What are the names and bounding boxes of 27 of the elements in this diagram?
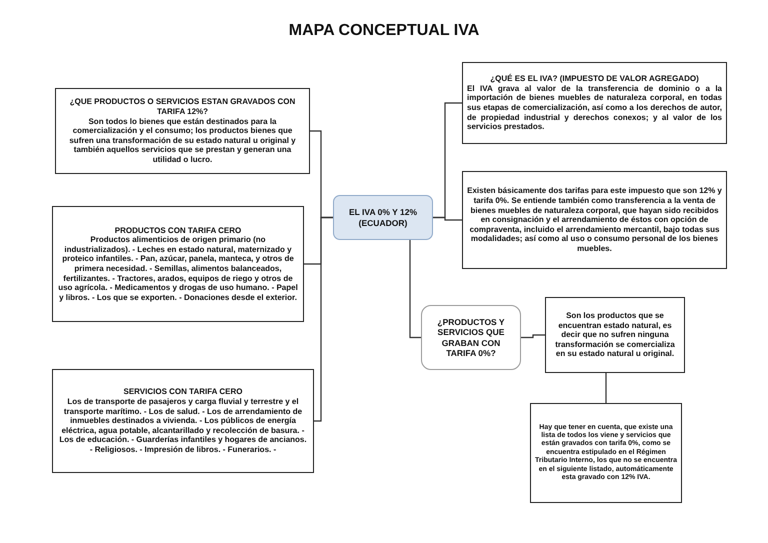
box-text: ¿PRODUCTOS Y SERVICIOS QUE GRABAN CON TARIFA 0%?: [436, 317, 506, 358]
title: MAPA CONCEPTUAL IVA: [288, 22, 480, 40]
box-text: Los de transporte de pasajeros y carga fluvial y terrestre y el transporte marítimo. - Los de salud. - Los de arrendamiento de inmuebles destinados a vivienda. - Los públicos de energía eléctrica, agua potable, alcantarillado y recolección de basura. - Los de educación. - Guarderías infantiles y hogares de ancianos. - Religiosos. - Impresión de libros. - Funerarios. -: [58, 397, 308, 455]
box-text: Existen básicamente dos tarifas para este impuesto que son 12% y tarifa 0%. Se entiende también como transferencia a la venta de bienes muebles de naturaleza corporal, que hayan sido recibidos en consignación y el arrendamiento de éstos con opción de compraventa, incluido el arrendamiento mercantil, bajo todas sus modalidades; así como al uso o consumo personal de los bienes muebles.: [467, 186, 722, 254]
concept-box: [530, 403, 682, 503]
concept-box: [55, 88, 310, 174]
concept-box: [462, 62, 727, 144]
connector-line: [605, 373, 607, 403]
box-text: EL IVA 0% Y 12% (ECUADOR): [348, 207, 418, 228]
box-heading: ¿QUE PRODUCTOS O SERVICIOS ESTAN GRAVADOS CON TARIFA 12%?: [68, 97, 296, 117]
concept-box: [545, 297, 685, 373]
box-heading: ¿QUÉ ES EL IVA? (IMPUESTO DE VALOR AGREGADO): [489, 74, 700, 84]
box-heading: PRODUCTOS CON TARIFA CERO: [114, 226, 242, 236]
box-text: Productos alimenticios de origen primario (no industrializados). - Leches en estado natural, maternizado y proteico infantiles. - Pan, azúcar, panela, manteca, y otros de primera necesidad. - Semillas, alimentos balanceados, fertilizantes. - Tractores, arados, equipos de riego y otros de uso agrícola. - Medicamentos y drogas de uso humano. - Papel y libros. - Los que se exporten. - Donaciones desde el exterior.: [57, 235, 299, 302]
concept-box: [52, 206, 304, 322]
box-heading: SERVICIOS CON TARIFA CERO: [122, 387, 244, 398]
concept-box: [462, 171, 727, 269]
connector-line: [314, 216, 333, 422]
box-text: Son todos lo bienes que están destinados para la comercialización y el consumo; los productos bienes que sufren una transformación de su estado natural u original y también aquellos servicios que se prestan y generan una utilidad o lucro.: [68, 116, 297, 165]
concept-box: [333, 195, 433, 240]
concept-box: [52, 369, 314, 473]
connector-line: [409, 240, 421, 338]
connector-line: [433, 216, 462, 221]
box-text: Son los productos que se encuentran estado natural, es decir que no sufren ninguna transformación se comercializa en su estado natural u original.: [554, 311, 676, 359]
box-text: El IVA grava al valor de la transferencia de dominio o a la importación de bienes muebles de naturaleza corporal, en todas sus etapas de comercialización, así como a los derechos de autor, de propiedad industrial y derechos conexos; y al valor de los servicios prestados.: [467, 84, 722, 132]
connector-line: [521, 334, 545, 338]
concept-box: [421, 305, 521, 370]
